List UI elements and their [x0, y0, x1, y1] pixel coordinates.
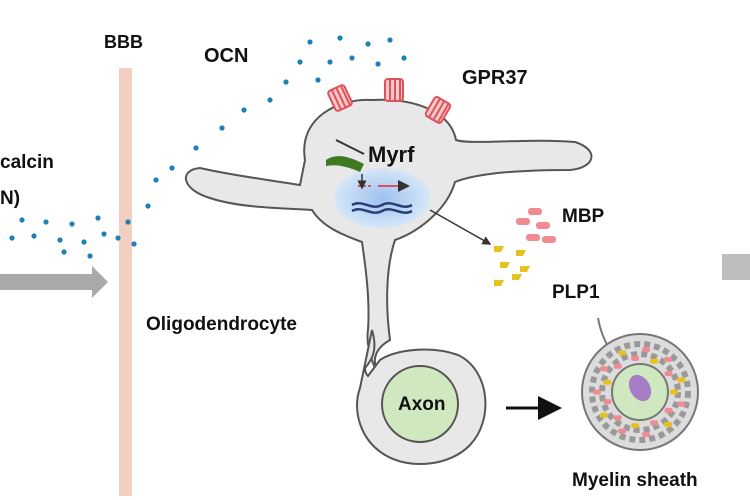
- ocn-dot: [365, 41, 371, 47]
- oligodendrocyte-cell: [184, 98, 593, 397]
- label-bbb: BBB: [104, 32, 143, 52]
- ocn-dot: [145, 203, 151, 209]
- ocn-dot: [43, 219, 49, 225]
- ocn-dot: [125, 219, 131, 225]
- nucleus: [334, 168, 430, 228]
- mbp-marks: [516, 208, 556, 243]
- sheath-protein: [631, 355, 640, 361]
- sheath-protein: [677, 377, 686, 383]
- label-ocn-partial: N): [0, 188, 20, 209]
- ocn-dot: [307, 39, 313, 45]
- label-axon: Axon: [398, 394, 446, 415]
- dna-helix: [351, 202, 413, 214]
- ocn-dot: [283, 79, 289, 85]
- ocn-dot: [349, 55, 355, 61]
- ocn-dots: [9, 35, 407, 259]
- sheath-protein: [631, 423, 640, 429]
- ocn-dot: [81, 239, 87, 245]
- sheath-protein: [599, 412, 608, 418]
- sheath-protein: [664, 357, 673, 363]
- ocn-dot: [131, 241, 137, 247]
- ocn-dot: [401, 55, 407, 61]
- ocn-dot: [337, 35, 343, 41]
- ocn-dot: [101, 231, 107, 237]
- ocn-dot: [61, 249, 67, 255]
- ocn-dot: [387, 37, 393, 43]
- axon: [381, 365, 459, 443]
- sheath-protein: [650, 420, 659, 426]
- ocn-dot: [19, 217, 25, 223]
- sheath-protein: [664, 421, 673, 427]
- ocn-dot: [9, 235, 15, 241]
- sheath-protein: [642, 432, 651, 438]
- label-myelin-sheath: Myelin sheath: [572, 470, 698, 491]
- label-myrf: Myrf: [368, 142, 415, 167]
- ocn-dot: [153, 177, 159, 183]
- ocn-dot: [57, 237, 63, 243]
- ocn-dot: [327, 59, 333, 65]
- input-arrow: [0, 266, 108, 298]
- sheath-protein: [618, 428, 627, 434]
- ocn-dot: [31, 233, 37, 239]
- sheath-protein: [613, 415, 622, 421]
- sheath-protein: [670, 389, 678, 395]
- output-arrow-stub: [722, 254, 750, 280]
- myelin-sheath-proteins: [593, 346, 686, 438]
- sheath-protein: [603, 399, 612, 405]
- ocn-dot: [315, 77, 321, 83]
- label-ocn: OCN: [204, 45, 248, 67]
- sheath-protein: [650, 358, 659, 364]
- ocn-dot: [267, 97, 273, 103]
- ocn-dot: [219, 125, 225, 131]
- sheath-protein: [664, 371, 673, 377]
- gpr37-receptors: [327, 78, 452, 124]
- bbb-barrier: [119, 68, 132, 496]
- sheath-protein: [599, 366, 608, 372]
- ocn-dot: [241, 107, 247, 113]
- sheath-protein: [618, 350, 627, 356]
- ocn-dot: [115, 235, 121, 241]
- label-plp1: PLP1: [552, 282, 600, 303]
- expression-arrow: [429, 209, 492, 245]
- label-mbp: MBP: [562, 206, 605, 227]
- label-gpr37: GPR37: [462, 67, 528, 89]
- plp1-marks: [494, 246, 530, 286]
- sheath-protein: [664, 407, 673, 413]
- myelin-sheath: [581, 317, 699, 451]
- ocn-dot: [69, 221, 75, 227]
- ocn-dot: [193, 145, 199, 151]
- ocn-dot: [95, 215, 101, 221]
- ocn-dot: [87, 253, 93, 259]
- sheath-protein: [603, 379, 612, 385]
- sheath-protein: [593, 389, 601, 395]
- sheath-protein: [677, 401, 686, 407]
- sheath-protein: [642, 346, 651, 352]
- myrf-protein: [326, 139, 367, 190]
- label-osteocalcin-partial: calcin: [0, 152, 54, 173]
- ocn-dot: [375, 61, 381, 67]
- ocn-dot: [169, 165, 175, 171]
- sheath-protein: [613, 363, 622, 369]
- label-oligodendrocyte: Oligodendrocyte: [146, 314, 297, 335]
- ocn-dot: [297, 59, 303, 65]
